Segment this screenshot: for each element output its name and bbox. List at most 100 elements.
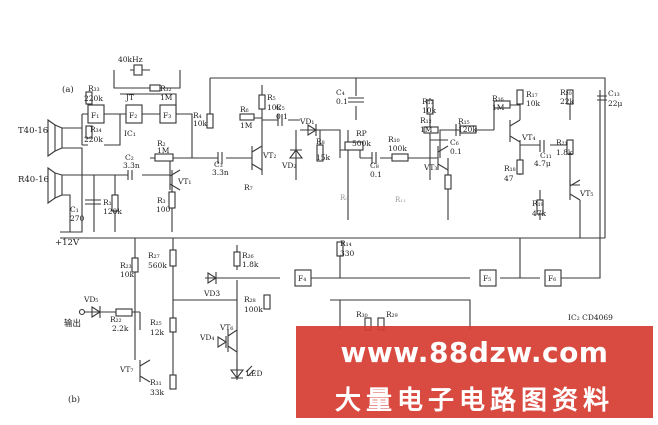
r11-label: R₁₁ bbox=[395, 196, 406, 204]
vd5-label: VD₅ bbox=[83, 295, 98, 304]
r33-value: 220k bbox=[84, 94, 103, 103]
capacitor-c11 bbox=[539, 140, 545, 152]
c6-label: C₆ bbox=[450, 138, 459, 147]
diode-vd1 bbox=[307, 124, 318, 136]
r15-value: 120k bbox=[458, 125, 477, 134]
r13-label: R₁₃ bbox=[422, 97, 434, 106]
r16-value: 1M bbox=[492, 103, 505, 112]
vt6-label: VT₆ bbox=[219, 323, 233, 332]
resistor-r19 bbox=[536, 199, 544, 215]
watermark-url: www.88dzw.com bbox=[340, 336, 609, 369]
r18-label: R₁₈ bbox=[504, 164, 516, 173]
filter-f3 bbox=[159, 104, 177, 124]
r3-value: 100 bbox=[156, 205, 171, 214]
vd2-label: VD₂ bbox=[281, 161, 296, 170]
r34-label: R₃₄ bbox=[90, 125, 102, 134]
capacitor-c1 bbox=[85, 199, 101, 205]
vt1-label: VT₁ bbox=[177, 177, 191, 186]
watermark-chinese-text: 大量电子电路图资料 bbox=[334, 386, 614, 416]
c6-value: 0.1 bbox=[450, 147, 462, 156]
resistor-r1 bbox=[111, 194, 119, 212]
r13-value: 10k bbox=[422, 106, 437, 115]
f2-label: F₂ bbox=[129, 111, 137, 120]
resistor-r13 bbox=[426, 99, 434, 115]
transistor-vt4 bbox=[509, 119, 521, 143]
f6-label: F₆ bbox=[548, 274, 556, 283]
resistor-r3 bbox=[168, 191, 176, 209]
r34-value: 220k bbox=[84, 135, 103, 144]
resistor-r34 bbox=[85, 125, 93, 139]
potentiometer-rp bbox=[344, 141, 364, 151]
c3-label: C₃ bbox=[214, 160, 223, 169]
r20-label: R₂₀ bbox=[560, 88, 572, 97]
c13-label: C₁₃ bbox=[608, 89, 620, 98]
resistor-r6 bbox=[239, 113, 255, 121]
vt5-label: VT₅ bbox=[579, 189, 593, 198]
r26-value: 1.8k bbox=[242, 260, 259, 269]
c11-label: C₁₁ bbox=[540, 151, 552, 160]
filter-f2 bbox=[125, 104, 143, 124]
r14-label: R₁₄ bbox=[340, 239, 352, 248]
r8-value: 15k bbox=[316, 153, 331, 162]
r19-value: 47k bbox=[532, 209, 547, 218]
inverter-f6 bbox=[544, 269, 562, 287]
watermark-banner: www.88dzw.com 大量电子电路图资料 bbox=[296, 326, 653, 418]
transducer-t40 bbox=[47, 118, 63, 158]
freq-label: 40kHz bbox=[118, 55, 143, 64]
c5-value: 0.1 bbox=[276, 112, 288, 121]
f5-label: F₅ bbox=[483, 274, 491, 283]
resistor-r16 bbox=[493, 100, 511, 109]
labels: (a) (b) 40kHz +12V T40-16 R40-16 F₁ F₂ F… bbox=[18, 55, 623, 405]
r25-value: 12k bbox=[150, 328, 165, 337]
rp-value: 500k bbox=[352, 139, 371, 148]
led bbox=[229, 365, 255, 379]
r12-value: 1M bbox=[420, 125, 433, 134]
r21-label: R₂₁ bbox=[556, 138, 568, 147]
inverter-f4 bbox=[294, 269, 312, 287]
r25-label: R₂₅ bbox=[150, 318, 162, 327]
capacitor-c4 bbox=[348, 97, 364, 103]
r4-label: R₄ bbox=[193, 111, 202, 120]
resistor-r24 bbox=[336, 241, 344, 257]
vt7-label: VT₇ bbox=[119, 365, 133, 374]
r19-label: R₁₉ bbox=[532, 199, 544, 208]
resistor-r32 bbox=[149, 84, 161, 92]
transducer-r40 bbox=[47, 166, 63, 205]
resistor-r20 bbox=[566, 89, 574, 105]
resistor-r21 bbox=[566, 139, 574, 155]
resistor-r5 bbox=[258, 94, 266, 110]
f4-label: F₄ bbox=[298, 274, 306, 283]
led-label: LED bbox=[246, 369, 262, 378]
resistor-r4 bbox=[206, 113, 214, 129]
components-part-b bbox=[78, 241, 562, 390]
capacitor-c13 bbox=[597, 95, 607, 101]
r6-value: 1M bbox=[240, 121, 253, 130]
diode-vd3 bbox=[207, 272, 218, 284]
transistor-vt6 bbox=[227, 329, 238, 353]
vd4-label: VD₄ bbox=[199, 333, 214, 342]
r33-label: R₃₃ bbox=[88, 84, 100, 93]
vt2-label: VT₂ bbox=[262, 151, 276, 160]
vt4-label: VT₄ bbox=[521, 133, 535, 142]
diode-vd5 bbox=[91, 306, 102, 318]
c4-label: C₄ bbox=[336, 88, 345, 97]
r27-label: R₂₇ bbox=[148, 251, 160, 260]
vt3-label: VT₃ bbox=[423, 163, 437, 172]
r27-value: 560k bbox=[148, 261, 167, 270]
ic1-label: IC₁ bbox=[124, 129, 136, 138]
r12-label: R₁₂ bbox=[420, 116, 432, 125]
r16-label: R₁₆ bbox=[492, 94, 504, 103]
r17-label: R₁₇ bbox=[526, 90, 538, 99]
r21-value: 1.8k bbox=[556, 148, 573, 157]
ic2-label: IC₂ CD4069 bbox=[568, 313, 613, 322]
r23-value: 10k bbox=[120, 270, 135, 279]
resistor-r12 bbox=[423, 126, 439, 134]
resistor-r33 bbox=[85, 91, 93, 105]
r32-value: 1M bbox=[160, 93, 173, 102]
capacitor-c6 bbox=[455, 124, 461, 136]
r7-label: R₇ bbox=[244, 183, 253, 192]
r1-value: 120k bbox=[103, 207, 122, 216]
capacitor-c2 bbox=[127, 170, 133, 180]
transistor-vt2 bbox=[251, 145, 263, 171]
r8-label: R₈ bbox=[316, 137, 325, 146]
